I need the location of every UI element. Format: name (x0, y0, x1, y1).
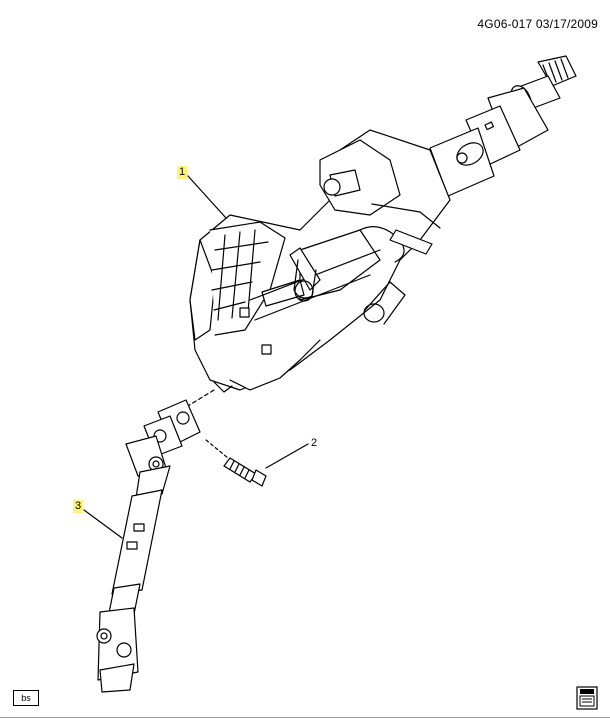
callout-2: 2 (311, 437, 318, 449)
bottom-divider (0, 717, 610, 718)
leader-line-3 (83, 509, 123, 539)
steering-column-icon (189, 129, 451, 393)
callout-3: 3 (73, 500, 84, 513)
bs-tag: bs (13, 690, 39, 706)
leader-line-2 (265, 443, 309, 469)
intermediate-shaft-icon (96, 399, 201, 693)
diagram-reference-code: 4G06-017 03/17/2009 (477, 17, 598, 31)
column-tube-icon (429, 87, 549, 197)
print-icon[interactable] (576, 686, 598, 710)
leader-line-1 (187, 175, 227, 219)
callout-1: 1 (177, 166, 188, 179)
bolt-icon (205, 439, 267, 487)
